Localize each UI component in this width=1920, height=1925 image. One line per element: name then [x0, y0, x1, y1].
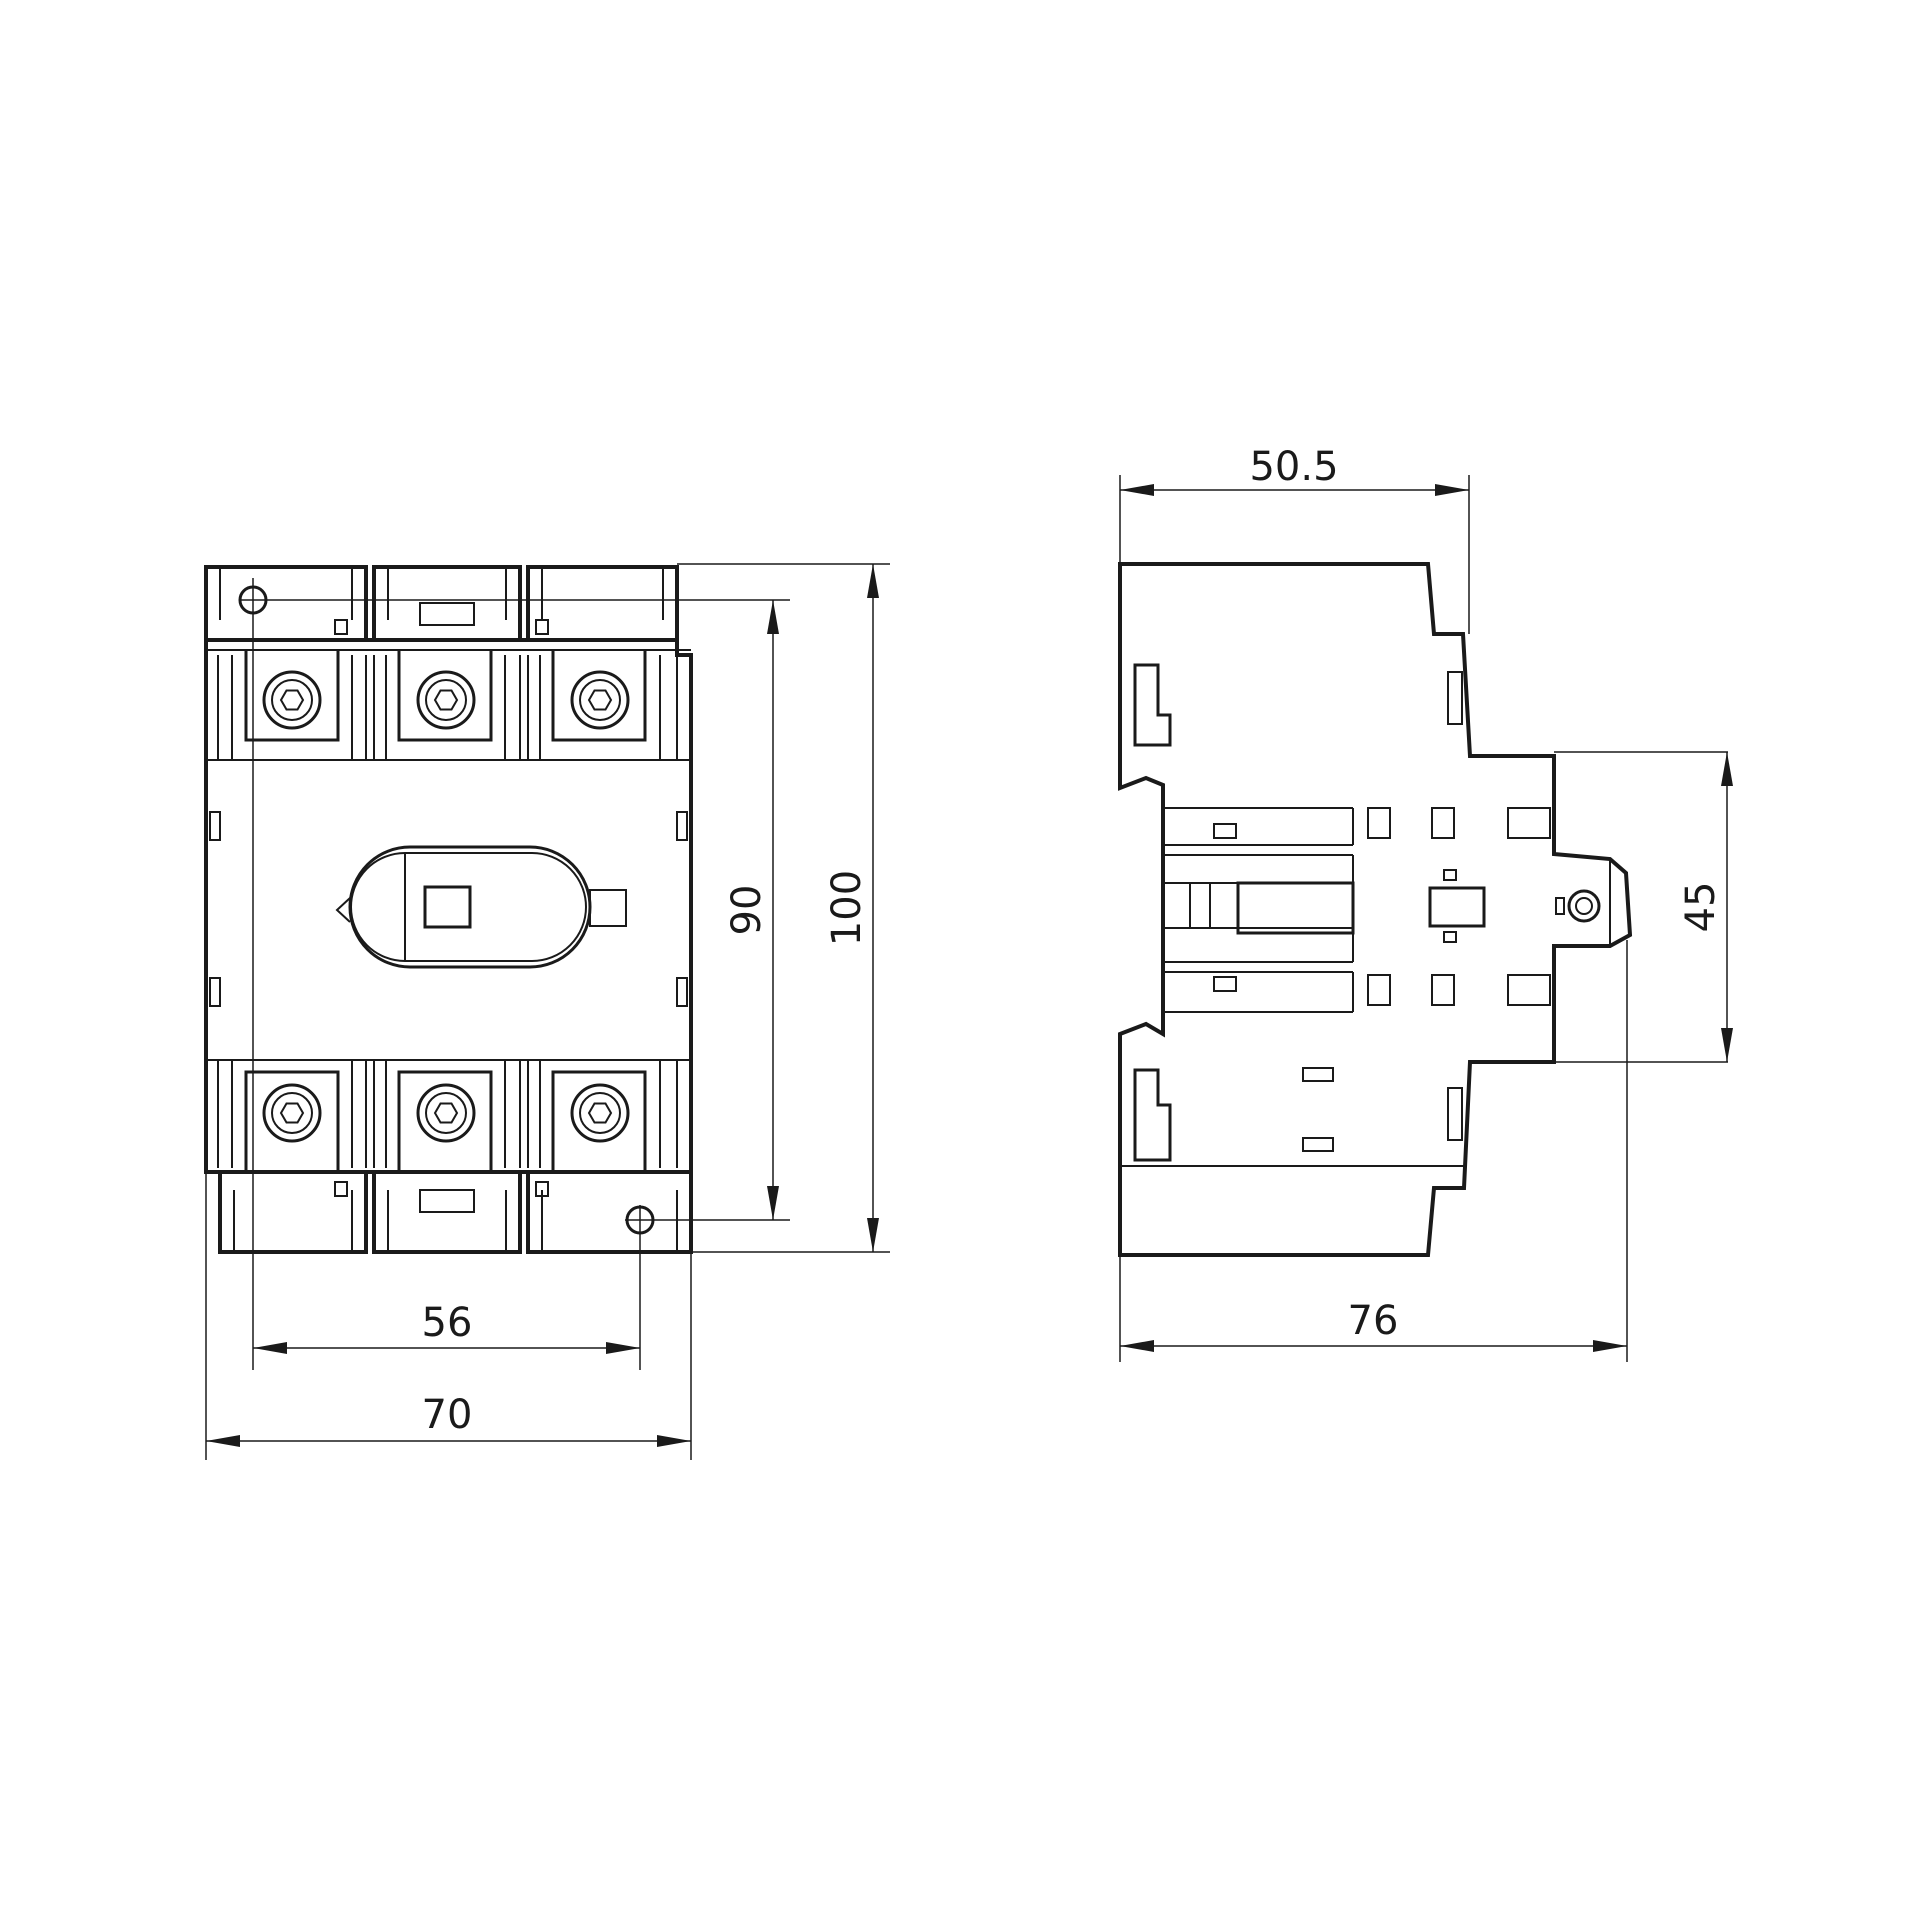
side-view	[1118, 562, 1633, 1257]
side-dimension-lines	[1119, 475, 1733, 1362]
terminal-top-1	[262, 670, 322, 730]
dim-label-70: 70	[422, 1392, 473, 1438]
dim-label-45: 45	[1678, 882, 1724, 933]
front-side-notches	[209, 811, 688, 1007]
side-hook-top	[1133, 663, 1172, 747]
front-top-caps	[204, 565, 679, 640]
rotary-handle[interactable]	[335, 845, 627, 969]
terminal-bottom-1	[262, 1083, 322, 1143]
side-hook-bottom	[1133, 1068, 1172, 1162]
front-dimension-lines	[205, 563, 890, 1460]
front-upper-terminal-strip	[206, 649, 691, 761]
front-view	[204, 565, 693, 1254]
dim-label-100: 100	[824, 870, 870, 946]
dim-label-50-5: 50.5	[1249, 444, 1338, 490]
terminal-top-3	[570, 670, 630, 730]
front-lower-terminal-strip	[206, 1059, 691, 1173]
side-window-grid	[1367, 807, 1551, 1006]
side-body-outline	[1118, 562, 1633, 1257]
terminal-bottom-2	[416, 1083, 476, 1143]
dim-label-56: 56	[422, 1300, 473, 1346]
side-screw	[1555, 859, 1611, 946]
front-bottom-caps	[218, 1172, 693, 1254]
side-rail-channel	[1163, 807, 1355, 1013]
terminal-top-2	[416, 670, 476, 730]
dim-label-90: 90	[724, 885, 770, 936]
dim-label-76: 76	[1348, 1298, 1399, 1344]
terminal-bottom-3	[570, 1083, 630, 1143]
